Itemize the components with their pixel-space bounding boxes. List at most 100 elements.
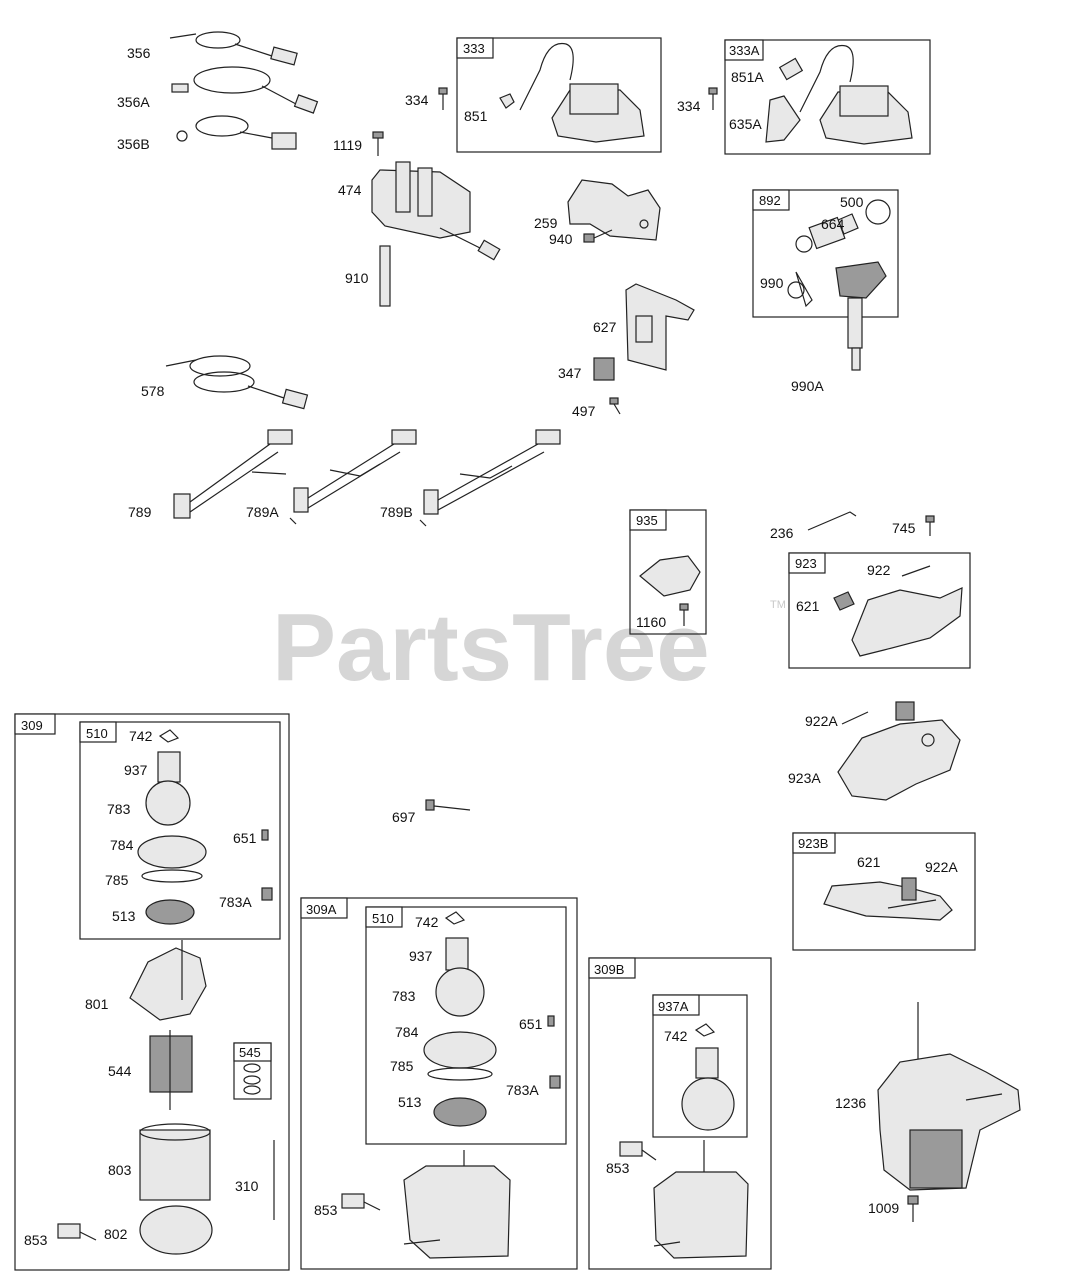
box-333A: 333A — [724, 39, 931, 155]
label-635A: 635A — [729, 116, 762, 132]
harness-789[interactable] — [173, 429, 293, 519]
label-1009: 1009 — [868, 1200, 899, 1216]
label-309A-784: 784 — [395, 1024, 419, 1040]
label-356B: 356B — [117, 136, 150, 152]
label-474: 474 — [338, 182, 362, 198]
box-923: 923 — [788, 552, 971, 669]
motor-parts-309[interactable] — [57, 940, 275, 1255]
label-497: 497 — [572, 403, 596, 419]
label-664: 664 — [821, 216, 845, 232]
drive-parts-309B[interactable] — [681, 1023, 735, 1131]
label-578: 578 — [141, 383, 165, 399]
label-309-651: 651 — [233, 830, 257, 846]
spacer-910[interactable] — [379, 245, 391, 307]
bolt-697[interactable] — [425, 799, 471, 811]
screw-1009[interactable] — [907, 1195, 919, 1222]
label-236: 236 — [770, 525, 794, 541]
label-334-left: 334 — [405, 92, 429, 108]
label-309-544: 544 — [108, 1063, 132, 1079]
label-309-513: 513 — [112, 908, 136, 924]
box-333: 333 — [456, 37, 662, 153]
label-309A-853: 853 — [314, 1202, 338, 1218]
box-333A-label: 333A — [729, 43, 760, 58]
label-923A: 923A — [788, 770, 821, 786]
label-789: 789 — [128, 504, 152, 520]
box-545-label: 545 — [239, 1045, 261, 1060]
label-789A: 789A — [246, 504, 279, 520]
box-935: 935 — [629, 509, 707, 635]
label-910: 910 — [345, 270, 369, 286]
label-309-783A: 783A — [219, 894, 252, 910]
screw-745[interactable] — [925, 515, 935, 536]
watermark-tm: TM — [770, 599, 786, 611]
box-510-b-label: 510 — [372, 911, 394, 926]
label-309-784: 784 — [110, 837, 134, 853]
box-309A-label: 309A — [306, 902, 337, 917]
box-935-label: 935 — [636, 513, 658, 528]
label-745: 745 — [892, 520, 916, 536]
box-309: 309 510 545 — [14, 713, 290, 1271]
motor-309A[interactable] — [341, 1150, 511, 1259]
label-1119: 1119 — [333, 137, 362, 153]
label-789B: 789B — [380, 504, 413, 520]
screw-497[interactable] — [609, 397, 621, 415]
label-259: 259 — [534, 215, 558, 231]
drive-parts-309A[interactable] — [423, 911, 561, 1127]
bracket-259[interactable] — [567, 179, 661, 241]
box-892-label: 892 — [759, 193, 781, 208]
screw-940[interactable] — [583, 229, 613, 243]
box-309B-label: 309B — [594, 962, 624, 977]
label-309B-742: 742 — [664, 1028, 688, 1044]
label-309A-937: 937 — [409, 948, 433, 964]
harness-789A[interactable] — [289, 429, 417, 525]
label-922A: 922A — [805, 713, 838, 729]
label-309A-783: 783 — [392, 988, 416, 1004]
label-1160: 1160 — [636, 614, 666, 630]
module-474[interactable] — [371, 161, 501, 261]
label-627: 627 — [593, 319, 617, 335]
label-309A-651: 651 — [519, 1016, 543, 1032]
label-309B-853: 853 — [606, 1160, 630, 1176]
label-851: 851 — [464, 108, 488, 124]
label-309-937: 937 — [124, 762, 148, 778]
wire-356B[interactable] — [176, 115, 297, 150]
screw-334-left[interactable] — [438, 87, 448, 110]
washers-545[interactable] — [243, 1063, 261, 1095]
assembly-1236[interactable] — [877, 1002, 1021, 1191]
motor-309B[interactable] — [619, 1140, 749, 1259]
box-923B: 923B — [792, 832, 976, 951]
label-309-801: 801 — [85, 996, 109, 1012]
label-309-785: 785 — [105, 872, 129, 888]
screw-1119[interactable] — [372, 131, 384, 156]
rod-236[interactable] — [807, 511, 857, 531]
label-697: 697 — [392, 809, 416, 825]
key-990A[interactable] — [835, 261, 887, 371]
drive-parts-309[interactable] — [137, 729, 273, 925]
label-309A-785: 785 — [390, 1058, 414, 1074]
box-510-a-label: 510 — [86, 726, 108, 741]
box-923B-label: 923B — [798, 836, 828, 851]
wire-356[interactable] — [169, 31, 298, 66]
label-990A: 990A — [791, 378, 824, 394]
label-309-803: 803 — [108, 1162, 132, 1178]
box-937A-label: 937A — [658, 999, 689, 1014]
label-356A: 356A — [117, 94, 150, 110]
label-309-742: 742 — [129, 728, 153, 744]
harness-789B[interactable] — [419, 429, 561, 527]
governor-923A[interactable] — [837, 701, 961, 801]
switch-347[interactable] — [593, 357, 615, 381]
label-309-802: 802 — [104, 1226, 128, 1242]
label-309-853: 853 — [24, 1232, 48, 1248]
label-309A-513: 513 — [398, 1094, 422, 1110]
label-309A-742: 742 — [415, 914, 439, 930]
wire-356A[interactable] — [171, 66, 319, 114]
label-309-783: 783 — [107, 801, 131, 817]
box-309A: 309A 510 — [300, 897, 578, 1270]
label-922A-923B: 922A — [925, 859, 958, 875]
plate-627[interactable] — [625, 283, 695, 371]
wire-578[interactable] — [165, 355, 309, 410]
label-309-310: 310 — [235, 1178, 259, 1194]
screw-334-right[interactable] — [708, 87, 718, 110]
